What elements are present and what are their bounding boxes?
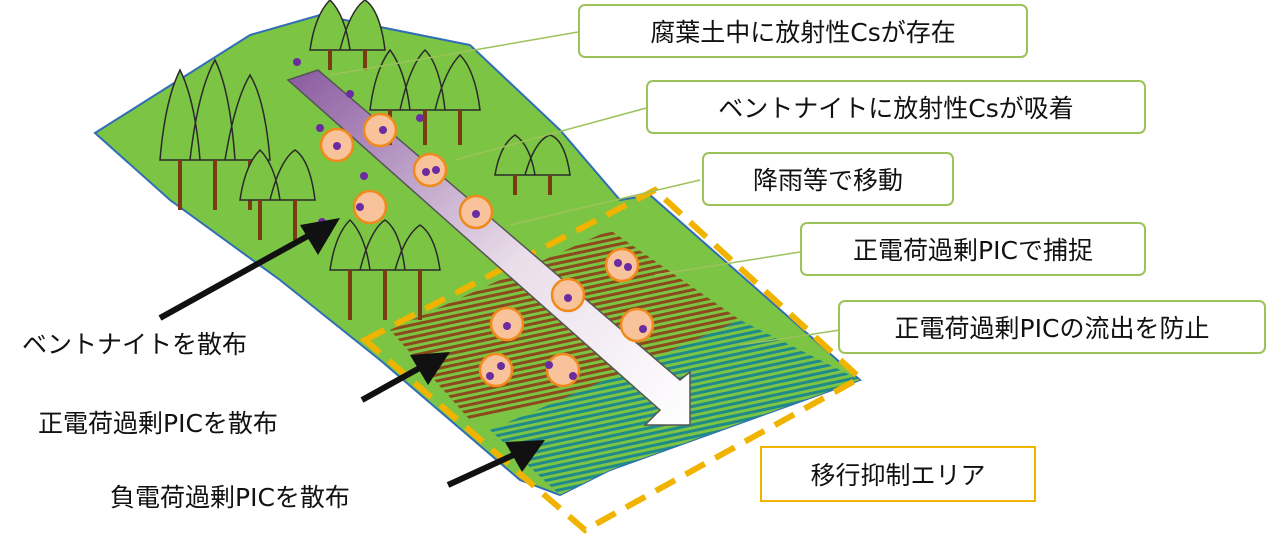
cs-particle-icon	[319, 112, 655, 388]
pointer-arrow-icon	[158, 218, 545, 488]
label-neg-pic-spread: 負電荷過剰PICを散布	[110, 483, 350, 512]
callout-rain-move: 降雨等で移動	[702, 152, 954, 206]
cs-dot	[293, 58, 647, 380]
callout-leader	[329, 31, 841, 346]
callout-pos-pic-capture: 正電荷過剰PICで捕捉	[800, 222, 1146, 276]
label-pos-pic-spread: 正電荷過剰PICを散布	[38, 409, 278, 438]
callout-pos-pic-prevent: 正電荷過剰PICの流出を防止	[838, 300, 1266, 354]
label-bentonite-spread: ベントナイトを散布	[22, 330, 248, 359]
tree-cluster-icon	[159, 0, 571, 320]
suppression-zone-outline	[359, 186, 866, 534]
suppression-zone-label: 移行抑制エリア	[760, 446, 1036, 502]
callout-bentonite-adsorb: ベントナイトに放射性Csが吸着	[646, 80, 1146, 134]
callout-humus-cs: 腐葉土中に放射性Csが存在	[578, 4, 1028, 58]
